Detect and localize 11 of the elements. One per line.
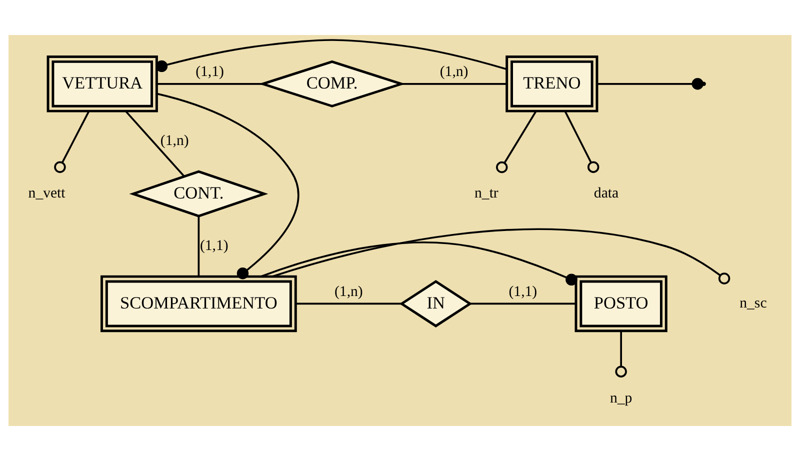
edge-label: (1,n) [440, 64, 468, 80]
edge-label: (1,n) [160, 133, 189, 150]
node-text: n_sc [740, 296, 767, 312]
node-text: data [594, 186, 619, 202]
node-text: n_vett [28, 186, 66, 202]
node-text: n_tr [474, 186, 498, 202]
edge-label: (1,n) [334, 284, 363, 300]
edge-label: (1,1) [196, 64, 224, 80]
edge-label: (1,1) [508, 284, 538, 300]
edge-label: (1,1) [200, 238, 228, 254]
node-text: n_p [610, 390, 632, 407]
